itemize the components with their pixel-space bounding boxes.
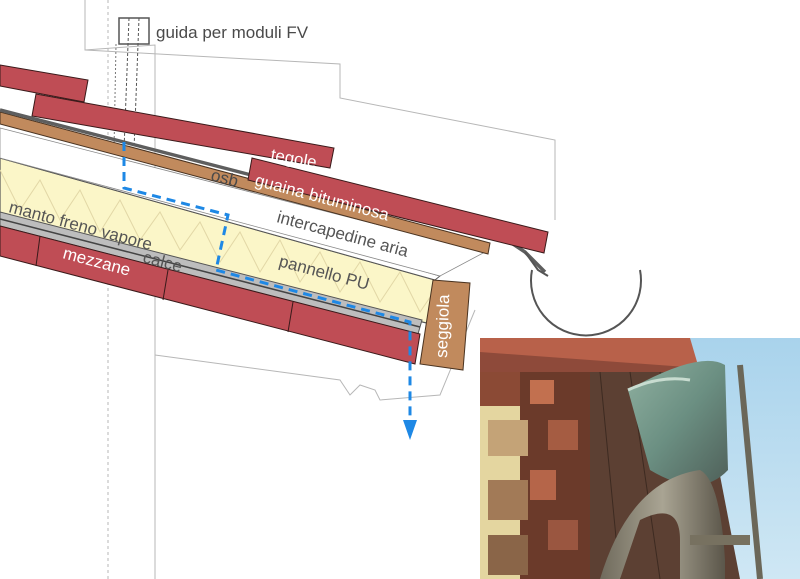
eaves-detail-photo xyxy=(480,338,800,579)
airflow-path xyxy=(122,142,417,440)
mezzane-bricks xyxy=(0,225,421,365)
seggiola-block xyxy=(419,279,471,371)
roof-tiles xyxy=(0,64,549,254)
gutter xyxy=(524,251,642,337)
building-outline xyxy=(84,0,556,579)
label-guida: guida per moduli FV xyxy=(156,23,309,42)
label-seggiola: seggiola xyxy=(432,294,453,358)
air-gap xyxy=(0,127,487,277)
